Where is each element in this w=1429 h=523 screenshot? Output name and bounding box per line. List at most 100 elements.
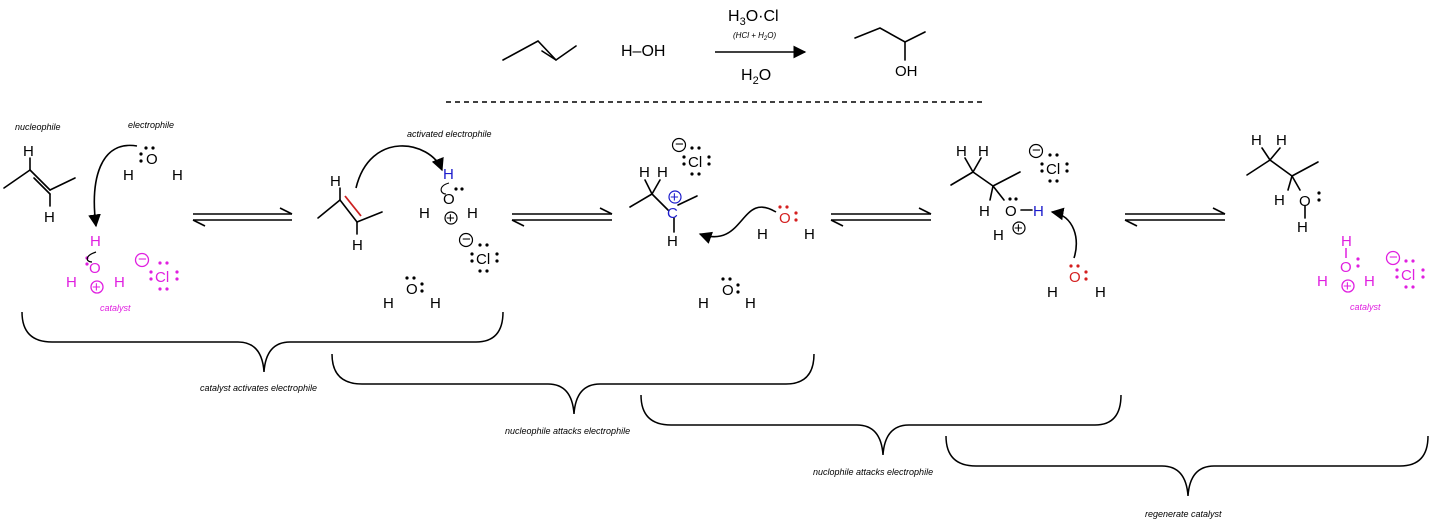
- carbocation-h1: H: [639, 164, 650, 181]
- carbocation-charge: +: [670, 189, 679, 206]
- stage-1: nucleophile electrophile H H O H H H O: [3, 120, 183, 313]
- water2-h-right: H: [430, 295, 441, 312]
- activated-charge: +: [446, 210, 455, 227]
- protonated-alcohol: H H H O H H +: [950, 143, 1044, 244]
- chloride2-cl: Cl: [476, 251, 490, 268]
- product5-o: O: [1299, 193, 1311, 210]
- brace-catalyst-activates: catalyst activates electrophile: [21, 311, 504, 393]
- alkene-activated: H H: [317, 173, 383, 254]
- hydronium-o: O: [89, 260, 101, 277]
- product5-h2: H: [1276, 132, 1287, 149]
- activated-h-right: H: [467, 205, 478, 222]
- carbocation: H H C + H: [629, 164, 698, 250]
- catalyst-label-left: catalyst: [100, 303, 131, 313]
- hydronium5-charge: +: [1343, 278, 1352, 295]
- carbocation-h2: H: [657, 164, 668, 181]
- water-nucleophile: O H H: [757, 205, 815, 243]
- water-h-right: H: [172, 167, 183, 184]
- water5-o: O: [1069, 269, 1081, 286]
- water2-h-left: H: [383, 295, 394, 312]
- brace-label-2: nucleophile attacks electrophile: [505, 426, 630, 436]
- overall-reaction: H–OH H3O·Cl (HCl + H2O) H2O OH: [446, 8, 984, 103]
- chloride-catalyst: − Cl: [134, 251, 179, 291]
- product5-h4: H: [1297, 219, 1308, 236]
- water5-h-right: H: [1095, 284, 1106, 301]
- carbocation-h3: H: [667, 233, 678, 250]
- water-stage2: O H H: [383, 276, 441, 312]
- activated-h-left: H: [419, 205, 430, 222]
- butanol-product: OH: [854, 27, 926, 80]
- chloride5-cl: Cl: [1401, 267, 1415, 284]
- chloride-regenerated: − Cl: [1385, 249, 1425, 289]
- chloride-stage3: − Cl: [671, 136, 711, 176]
- equilibrium-2: [511, 207, 613, 227]
- water4-h-left: H: [698, 295, 709, 312]
- brace-label-3: nuclophile attacks electrophile: [813, 467, 933, 477]
- chloride4-cl: Cl: [1046, 161, 1060, 178]
- reagent-formula: H3O·Cl: [728, 8, 779, 28]
- brace-nucleophile-attacks-2: nuclophile attacks electrophile: [640, 394, 1122, 477]
- activated-h: H: [443, 166, 454, 183]
- water3-o: O: [779, 210, 791, 227]
- hydronium-h-top: H: [90, 233, 101, 250]
- hydronium-activated: H O H H +: [419, 166, 478, 227]
- activated-o: O: [443, 191, 455, 208]
- equilibrium-4: [1124, 207, 1226, 227]
- chloride5-charge: −: [1389, 249, 1398, 266]
- carbocation-c: C: [667, 205, 678, 222]
- water4-h-right: H: [745, 295, 756, 312]
- curved-arrow-stage4: [1050, 207, 1078, 259]
- water4-o: O: [722, 282, 734, 299]
- alkene2-h-bottom: H: [352, 237, 363, 254]
- water-h-left: H: [123, 167, 134, 184]
- hydronium-h-left: H: [66, 274, 77, 291]
- chloride-stage2: − Cl: [458, 231, 499, 273]
- chloride-charge: −: [138, 251, 147, 268]
- alcohol4-h1: H: [956, 143, 967, 160]
- water3-h-left: H: [757, 226, 768, 243]
- water-reactant: H–OH: [621, 43, 665, 60]
- reagent-note: (HCl + H2O): [733, 31, 776, 42]
- alcohol4-h-blue: H: [1033, 203, 1044, 220]
- hydronium-regenerated: H O H H +: [1317, 233, 1375, 295]
- alcohol4-h2: H: [978, 143, 989, 160]
- water-stage3: O H H: [698, 277, 756, 312]
- hydronium-catalyst: H O H H +: [66, 233, 125, 296]
- hydronium-h-right: H: [114, 274, 125, 291]
- brace-label-4: regenerate catalyst: [1145, 509, 1222, 519]
- alcohol4-h4: H: [993, 227, 1004, 244]
- product-oh: OH: [895, 63, 918, 80]
- alkene2-h-top: H: [330, 173, 341, 190]
- nucleophile-label: nucleophile: [15, 122, 61, 132]
- hydronium5-h-right: H: [1364, 273, 1375, 290]
- water-electrophile: O H H: [123, 146, 183, 184]
- alkene-h-bottom: H: [44, 209, 55, 226]
- stage-3: − Cl H H C + H O H H: [629, 136, 815, 312]
- small-arrow-stage1: [86, 251, 97, 263]
- chloride4-charge: −: [1032, 142, 1041, 159]
- catalyst-label-right: catalyst: [1350, 302, 1381, 312]
- water3-h-right: H: [804, 226, 815, 243]
- alkene-h-top: H: [23, 143, 34, 160]
- chloride3-cl: Cl: [688, 154, 702, 171]
- alcohol4-h3: H: [979, 203, 990, 220]
- hydronium5-h-left: H: [1317, 273, 1328, 290]
- chloride3-charge: −: [675, 136, 684, 153]
- brace-nucleophile-attacks-1: nucleophile attacks electrophile: [331, 353, 815, 436]
- alcohol4-charge: +: [1014, 220, 1023, 237]
- stage-2: activated electrophile H H H O H H + − C…: [317, 129, 499, 312]
- hydronium5-h-top: H: [1341, 233, 1352, 250]
- water-base: O H H: [1047, 264, 1106, 301]
- product5-h1: H: [1251, 132, 1262, 149]
- alcohol-product: H H H O H: [1246, 132, 1321, 236]
- electrophile-label: electrophile: [128, 120, 174, 130]
- butene-reactant: [502, 40, 577, 62]
- water-o: O: [146, 151, 158, 168]
- activated-electrophile-label: activated electrophile: [407, 129, 492, 139]
- solvent-label: H2O: [741, 67, 771, 87]
- water2-o: O: [406, 281, 418, 298]
- chloride2-charge: −: [462, 231, 471, 248]
- stage-4: H H H O H H + − Cl O H H: [950, 142, 1106, 301]
- hydronium-charge: +: [92, 279, 101, 296]
